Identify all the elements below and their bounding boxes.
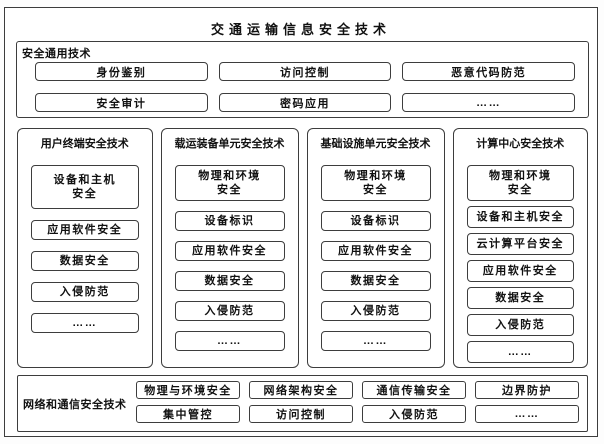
network-tech-item: 网络架构安全: [249, 381, 353, 399]
column-item: 入侵防范: [320, 301, 431, 321]
general-tech-box: 安全通用技术 身份鉴别 访问控制 恶意代码防范 安全审计 密码应用 ……: [16, 41, 589, 118]
column-item: 云计算平台安全: [466, 233, 574, 255]
column-infrastructure-unit: 基础设施单元安全技术 物理和环境 安全 设备标识 应用软件安全 数据安全 入侵防…: [306, 128, 445, 368]
column-item: 应用软件安全: [466, 260, 574, 282]
column-item: ……: [320, 331, 431, 351]
network-tech-label: 网络和通信安全技术: [23, 398, 127, 411]
column-item: 数据安全: [174, 271, 285, 291]
network-tech-item: ……: [475, 405, 579, 423]
column-vehicle-unit: 载运装备单元安全技术 物理和环境 安全 设备标识 应用软件安全 数据安全 入侵防…: [160, 128, 299, 368]
column-title: 计算中心安全技术: [476, 138, 565, 150]
outer-frame: 交通运输信息安全技术 安全通用技术 身份鉴别 访问控制 恶意代码防范 安全审计 …: [4, 7, 598, 437]
network-tech-item: 物理与环境安全: [136, 381, 240, 399]
column-user-terminal: 用户终端安全技术 设备和主机 安全 应用软件安全 数据安全 入侵防范 ……: [17, 128, 153, 368]
network-tech-item: 入侵防范: [362, 405, 466, 423]
column-items: 设备和主机 安全 应用软件安全 数据安全 入侵防范 ……: [31, 165, 139, 333]
column-item: 设备标识: [174, 211, 285, 231]
column-items: 物理和环境 安全 设备标识 应用软件安全 数据安全 入侵防范 ……: [320, 165, 431, 351]
general-tech-item: 密码应用: [218, 93, 392, 112]
network-tech-item: 访问控制: [249, 405, 353, 423]
column-title: 基础设施单元安全技术: [320, 138, 431, 150]
network-tech-box: 网络和通信安全技术 物理与环境安全 网络架构安全 通信传输安全 边界防护 集中管…: [17, 375, 588, 432]
columns-row: 用户终端安全技术 设备和主机 安全 应用软件安全 数据安全 入侵防范 ……: [17, 128, 588, 368]
column-item: 入侵防范: [174, 301, 285, 321]
column-item: 应用软件安全: [320, 241, 431, 261]
column-item: 入侵防范: [466, 314, 574, 336]
column-item: 物理和环境 安全: [174, 165, 285, 201]
column-item: 物理和环境 安全: [466, 165, 574, 201]
column-item: ……: [466, 341, 574, 363]
column-item: 应用软件安全: [31, 220, 139, 240]
general-tech-item: 恶意代码防范: [402, 62, 575, 81]
general-tech-label: 安全通用技术: [22, 48, 91, 60]
general-tech-item: 身份鉴别: [35, 62, 208, 81]
column-item: ……: [31, 313, 139, 333]
network-tech-item: 通信传输安全: [362, 381, 466, 399]
column-items: 物理和环境 安全 设备和主机安全 云计算平台安全 应用软件安全 数据安全 入侵防…: [466, 165, 574, 363]
column-item: 设备和主机 安全: [31, 165, 139, 209]
network-tech-item: 集中管控: [136, 405, 240, 423]
column-computing-center: 计算中心安全技术 物理和环境 安全 设备和主机安全 云计算平台安全 应用软件安全…: [452, 128, 588, 368]
network-tech-grid: 物理与环境安全 网络架构安全 通信传输安全 边界防护 集中管控 访问控制 入侵防…: [136, 376, 587, 431]
network-tech-item: 边界防护: [475, 381, 579, 399]
general-tech-item: 安全审计: [35, 93, 208, 112]
column-item: 物理和环境 安全: [320, 165, 431, 201]
column-item: 入侵防范: [31, 282, 139, 302]
column-items: 物理和环境 安全 设备标识 应用软件安全 数据安全 入侵防范 ……: [174, 165, 285, 351]
column-title: 用户终端安全技术: [40, 138, 129, 150]
column-item: 设备标识: [320, 211, 431, 231]
column-item: ……: [174, 331, 285, 351]
column-item: 数据安全: [466, 287, 574, 309]
general-tech-item: 访问控制: [218, 62, 392, 81]
diagram-title: 交通运输信息安全技术: [210, 22, 391, 37]
column-item: 应用软件安全: [174, 241, 285, 261]
column-title: 载运装备单元安全技术: [174, 138, 285, 150]
column-item: 数据安全: [320, 271, 431, 291]
column-item: 设备和主机安全: [466, 206, 574, 228]
general-tech-grid: 身份鉴别 访问控制 恶意代码防范 安全审计 密码应用 ……: [35, 62, 575, 112]
general-tech-item: ……: [402, 93, 575, 112]
column-item: 数据安全: [31, 251, 139, 271]
